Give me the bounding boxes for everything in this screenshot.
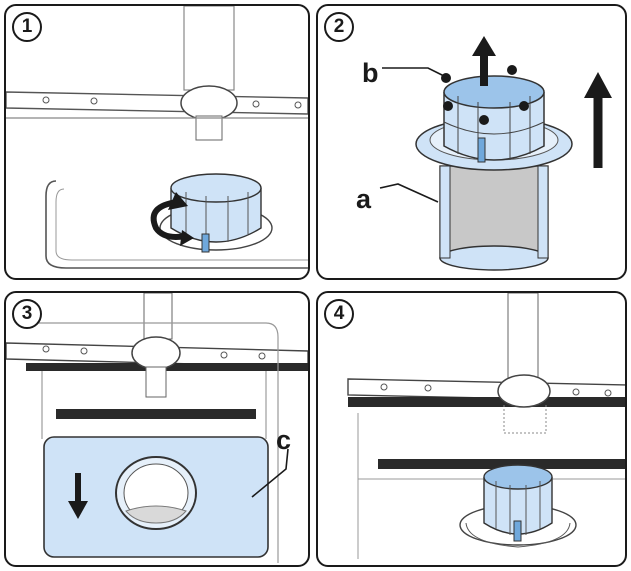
step-number-1: 1 (12, 12, 42, 42)
illustration-step-1 (6, 6, 308, 269)
label-a: a (356, 184, 372, 214)
label-c: c (276, 425, 292, 455)
step-number-4: 4 (324, 299, 354, 329)
illustration-step-4 (347, 293, 625, 559)
illustration-step-3 (6, 293, 308, 563)
lower-spray-arm (6, 91, 308, 115)
clip-b-left (441, 73, 451, 83)
panel-step-1: 1 (4, 4, 310, 280)
coarse-filter-cage (443, 92, 545, 161)
panel-step-4: 4 (316, 291, 627, 567)
step-number-2: 2 (324, 12, 354, 42)
step-number-3: 3 (12, 299, 42, 329)
panel-step-2: 2 b a (316, 4, 627, 280)
panel-step-3: 3 c (4, 291, 310, 567)
spray-arm-hub (131, 336, 181, 370)
rotate-arrow-icon (150, 199, 187, 240)
spray-arm-column (183, 6, 235, 91)
label-b: b (362, 58, 379, 88)
illustration-step-2 (379, 36, 612, 271)
spray-arm-hub (497, 374, 551, 408)
spray-arm-hub (180, 85, 238, 121)
fine-filter-mesh (439, 165, 549, 259)
